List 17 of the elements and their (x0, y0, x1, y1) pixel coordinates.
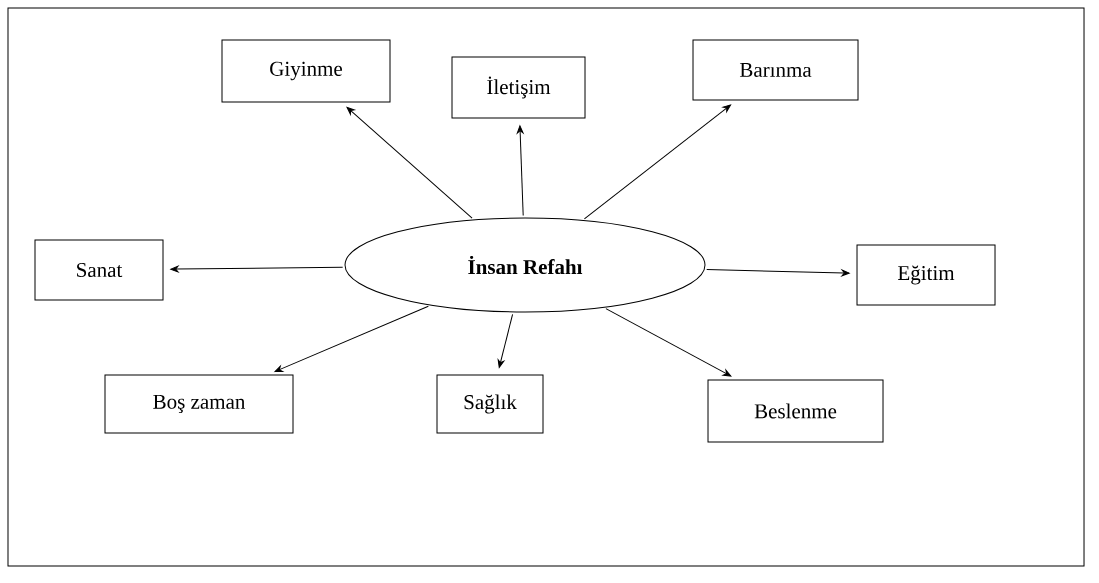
text-box: Beslenme (707, 379, 884, 443)
arrow (346, 106, 473, 219)
arrow (583, 104, 732, 220)
arrow (516, 125, 524, 216)
text-box: Boş zaman (104, 374, 294, 434)
arrow (170, 265, 344, 273)
text-box: İletişim (451, 56, 586, 119)
ellipse-node: İnsan Refahı (344, 217, 706, 313)
arrow (706, 269, 850, 277)
arrow (605, 308, 732, 377)
text-box: Sağlık (436, 374, 544, 434)
text-box: Eğitim (856, 244, 996, 306)
arrow (497, 313, 514, 368)
arrow (274, 305, 429, 373)
text-box: Barınma (692, 39, 859, 101)
text-box: Sanat (34, 239, 164, 301)
text-box: Giyinme (221, 39, 391, 103)
